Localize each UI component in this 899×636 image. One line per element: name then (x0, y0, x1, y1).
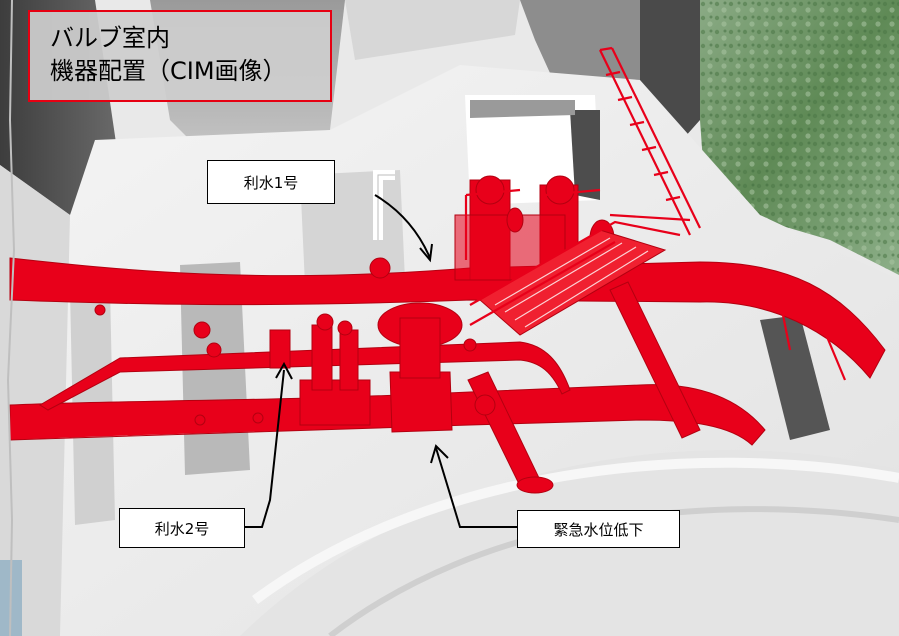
railings (464, 46, 847, 381)
callout-riyou1: 利水1号 (207, 160, 335, 204)
callout-riyou2: 利水2号 (119, 508, 245, 548)
white-vent-pipe-edge (377, 174, 395, 240)
leader-line-emergency (435, 447, 517, 528)
grating-platform (479, 229, 667, 336)
arrowhead-emergency (430, 444, 449, 464)
arrowhead-riyou1 (419, 243, 433, 263)
title-line-2: 機器配置（CIM画像） (50, 57, 287, 85)
leader-line-riyou2 (245, 369, 285, 528)
callout-emergency-drawdown: 緊急水位低下 (517, 510, 680, 548)
frame-edge (6, 0, 16, 636)
red-piping (9, 175, 886, 494)
arrowhead-riyou2 (275, 361, 293, 380)
title-line-1: バルブ室内 (50, 24, 170, 52)
title-panel: バルブ室内 機器配置（CIM画像） (28, 10, 332, 102)
annotation-leaders (245, 194, 517, 528)
leader-line-riyou1 (374, 194, 431, 259)
